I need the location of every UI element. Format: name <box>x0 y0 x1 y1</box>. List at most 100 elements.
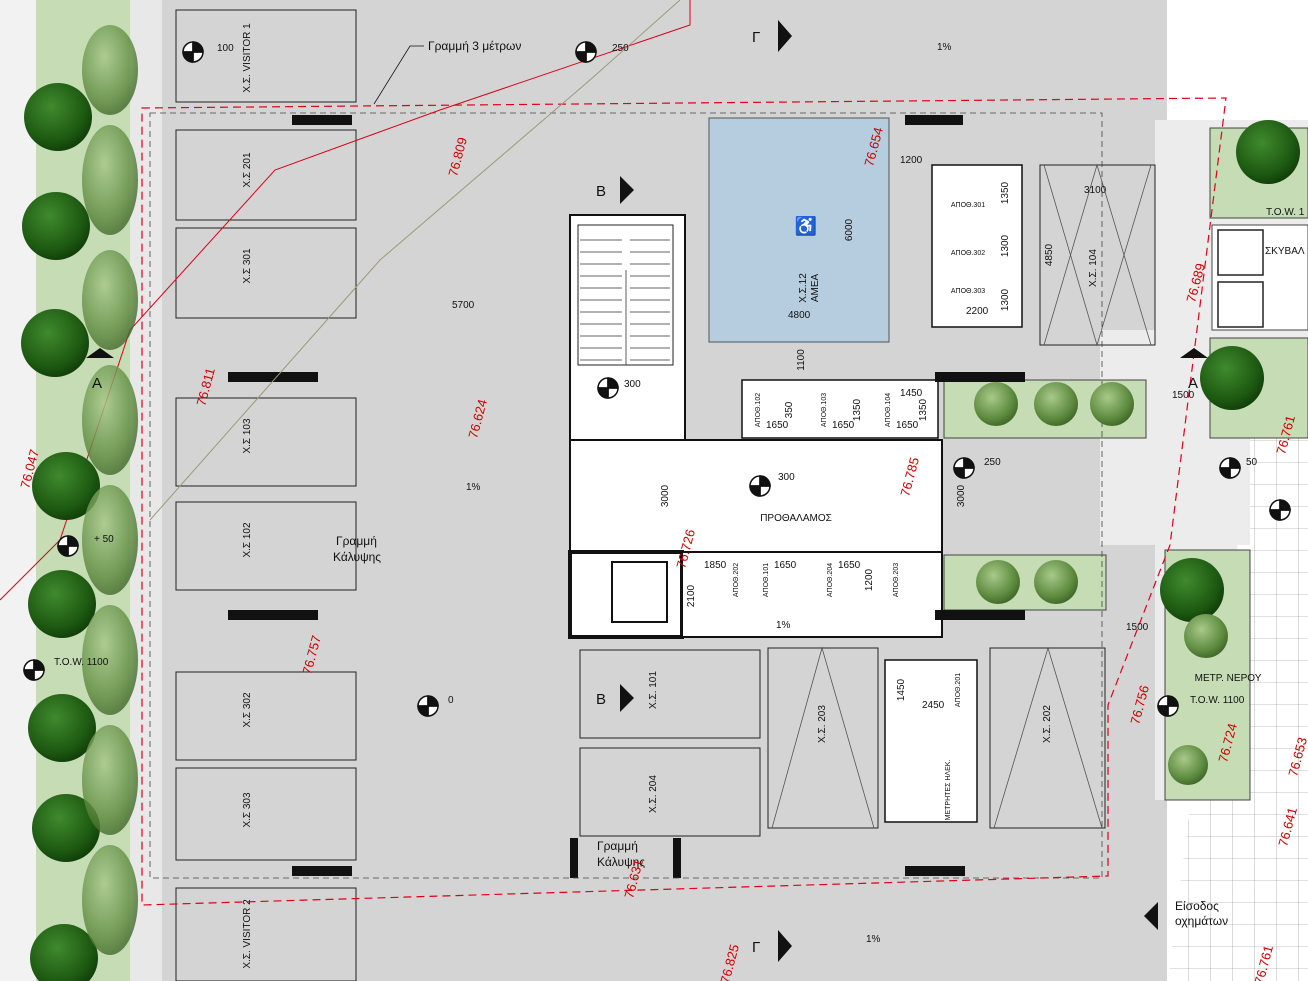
three-metre-leader <box>373 45 424 105</box>
storage-302: ΑΠΟΘ.302 <box>951 250 985 257</box>
stair-block <box>577 224 674 366</box>
coverage-label-1b: Κάλυψης <box>333 550 381 564</box>
tow-left: T.O.W. 1100 <box>54 657 109 668</box>
storage-202: ΑΠΟΘ.202 <box>733 563 740 597</box>
dim-350a: 350 <box>784 401 795 418</box>
section-a-left: A <box>92 375 102 392</box>
storage-201: ΑΠΟΘ.201 <box>955 673 962 707</box>
bay-102: Χ.Σ 102 <box>242 522 253 558</box>
slope-labels: 1% 1% 1% 1% <box>466 42 952 945</box>
accessible-bay <box>708 117 890 343</box>
dim-3000b: 3000 <box>956 484 967 507</box>
left-verge <box>0 0 36 981</box>
bay-103: Χ.Σ 103 <box>242 418 253 454</box>
dim-1200: 1200 <box>900 155 923 166</box>
storage-102: ΑΠΟΘ.102 <box>755 393 762 427</box>
tree-row-left <box>21 83 100 981</box>
stair-treads <box>580 239 670 365</box>
dim-1500b: 1500 <box>1126 622 1149 633</box>
dim-2450: 2450 <box>922 700 945 711</box>
dim-1350a: 1350 <box>1000 181 1011 204</box>
coverage-label-2b: Κάλυψης <box>597 855 645 869</box>
dim-2200: 2200 <box>966 306 989 317</box>
bay-202: Χ.Σ. 202 <box>1042 705 1053 743</box>
bin-2 <box>1217 281 1264 328</box>
shrubs-left <box>82 25 138 955</box>
tow-top: T.O.W. 1 <box>1266 207 1305 218</box>
water-meter-label: ΜΕΤΡ. ΝΕΡΟΥ <box>1195 673 1262 684</box>
bins-label: ΣΚΥΒΑΛ <box>1265 246 1305 257</box>
dim-1850: 1850 <box>704 560 727 571</box>
center-bays <box>579 164 1156 837</box>
section-b-bottom: B <box>596 691 606 708</box>
level-300a: 300 <box>624 379 641 390</box>
bay-301: Χ.Σ 301 <box>242 248 253 284</box>
storage-303: ΑΠΟΘ.303 <box>951 288 985 295</box>
bay-302: Χ.Σ 302 <box>242 692 253 728</box>
storage-row-top <box>931 164 1023 328</box>
dim-1100: 1100 <box>796 349 807 371</box>
storage-203: ΑΠΟΘ.203 <box>893 563 900 597</box>
bay-303: Χ.Σ 303 <box>242 792 253 828</box>
planter-south <box>943 554 1107 611</box>
section-a-right: A <box>1188 375 1198 392</box>
dim-4800: 4800 <box>788 310 811 321</box>
slope-1: 1% <box>937 42 952 53</box>
bay-12-line2: ΑΜΕΑ <box>810 274 821 303</box>
storage-101: ΑΠΟΘ.101 <box>763 563 770 597</box>
dim-1200b: 1200 <box>864 568 875 591</box>
meters-label: ΜΕΤΡΗΤΕΣ ΗΛΕΚ. <box>945 760 952 821</box>
level-0: 0 <box>448 695 454 706</box>
level-50b: + 50 <box>94 534 114 545</box>
entrance-label-2: οχημάτων <box>1175 914 1228 928</box>
lobby-label: ΠΡΟΘΑΛΑΜΟΣ <box>760 513 832 524</box>
dim-1300a: 1300 <box>1000 234 1011 257</box>
bay-visitor1: Χ.Σ. VISITOR 1 <box>242 23 253 93</box>
bay-12-line1: Χ.Σ.12 <box>798 273 809 303</box>
level-50a: 50 <box>1246 457 1258 468</box>
wall-stubs <box>228 115 1025 878</box>
bay-204: Χ.Σ. 204 <box>648 775 659 813</box>
slope-4: 1% <box>866 934 881 945</box>
dim-1650a: 1650 <box>766 420 789 431</box>
bay-201: Χ.Σ 201 <box>242 152 253 188</box>
slope-3: 1% <box>776 620 791 631</box>
dim-4850: 4850 <box>1044 243 1055 266</box>
storage-204: ΑΠΟΘ.204 <box>827 563 834 597</box>
storage-row-low <box>681 551 943 638</box>
bay-labels: Χ.Σ. VISITOR 1 Χ.Σ 201 Χ.Σ 301 Χ.Σ 103 Χ… <box>242 23 1099 969</box>
meter-room <box>884 659 978 823</box>
coverage-line <box>149 112 1103 879</box>
trees-right <box>974 120 1300 785</box>
dimension-values: 5700 6000 4800 1200 1100 1350 1300 1300 … <box>452 155 1195 711</box>
section-g-bottom: Γ <box>752 939 760 956</box>
dim-1450b: 1450 <box>896 678 907 701</box>
left-bays <box>175 9 357 981</box>
room-labels: ΠΡΟΘΑΛΑΜΟΣ ΑΠΟΘ.301 ΑΠΟΘ.302 ΑΠΟΘ.303 ΑΠ… <box>733 202 1305 820</box>
section-g-top: Γ <box>752 29 760 46</box>
lift-car <box>611 561 668 623</box>
wheelchair-icon: ♿ <box>795 215 817 236</box>
level-markers <box>23 41 1291 717</box>
dim-2100: 2100 <box>686 584 697 607</box>
dim-1300b: 1300 <box>1000 288 1011 311</box>
slope-2: 1% <box>466 482 481 493</box>
storage-row-mid <box>741 379 939 439</box>
bay-203: Χ.Σ. 203 <box>817 705 828 743</box>
level-250a: 250 <box>612 43 629 54</box>
level-300b: 300 <box>778 472 795 483</box>
annotations: Γραμμή 3 μέτρων Γραμμή Κάλυψης Γραμμή Κά… <box>54 39 1305 928</box>
dim-3000a: 3000 <box>660 484 671 507</box>
bay-diagonals <box>771 163 1152 829</box>
dim-1650b: 1650 <box>832 420 855 431</box>
section-b-top: B <box>596 183 606 200</box>
dim-1450a: 1450 <box>900 388 923 399</box>
section-markers <box>86 20 1208 962</box>
section-labels: A A B B Γ Γ <box>92 29 1198 956</box>
dim-1350c: 1350 <box>918 398 929 421</box>
storage-103: ΑΠΟΘ.103 <box>821 393 828 427</box>
dim-3100: 3100 <box>1084 185 1107 196</box>
storage-301: ΑΠΟΘ.301 <box>951 202 985 209</box>
dim-1350b: 1350 <box>852 398 863 421</box>
bay-visitor2: Χ.Σ. VISITOR 2 <box>242 899 253 969</box>
